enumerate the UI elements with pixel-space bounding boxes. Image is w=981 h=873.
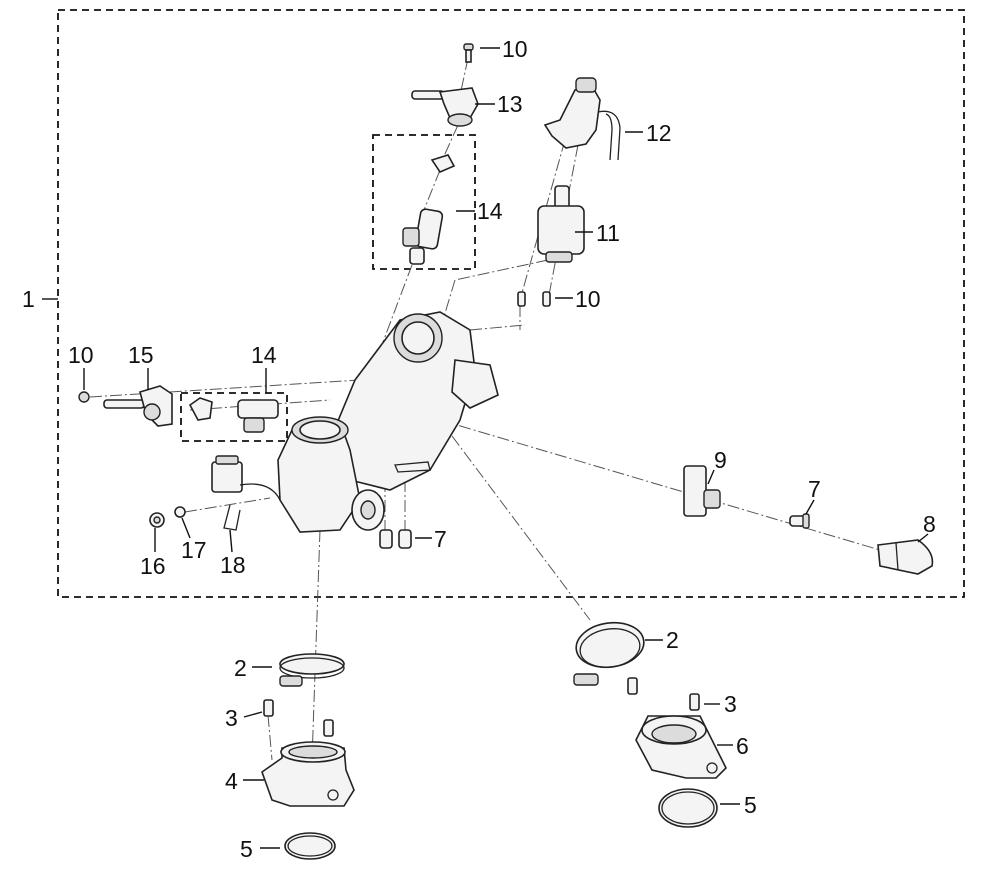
callout-7-right: 7 [808,476,821,502]
bolts-7-body [379,529,412,549]
callout-2-right: 2 [666,627,679,653]
clamp-2-left [279,653,345,687]
callout-3-right: 3 [724,691,737,717]
intake-manifold-6 [635,715,727,779]
callout-10-top: 10 [502,36,528,62]
assembly-boundary [57,9,965,598]
callout-labels: 1 10 13 12 14 11 10 10 15 14 9 7 8 7 16 … [22,36,936,862]
screws-3 [263,677,700,737]
injector-group-box-top [372,134,476,270]
callout-10-left: 10 [68,342,94,368]
bolt-7-right [789,513,810,529]
callout-4: 4 [225,768,238,794]
callout-14-top: 14 [477,198,503,224]
callout-8: 8 [923,511,936,537]
bolts-10-mid [517,291,551,307]
o-ring-5-left [284,832,336,860]
callout-11: 11 [596,220,620,246]
bolt-10-top [463,43,474,63]
alignment-lines [89,57,881,761]
intake-manifold-4 [261,741,355,807]
o-ring-5-right-inner [661,791,715,825]
injector-group-box-left [180,392,288,442]
callout-17: 17 [181,537,207,563]
injector-14-left [188,397,279,433]
callout-16: 16 [140,553,166,579]
callout-5-right: 5 [744,792,757,818]
sensor-18 [211,455,281,531]
callout-14-left: 14 [251,342,277,368]
callout-1: 1 [22,286,35,312]
injector-14-top [402,154,456,265]
callout-6: 6 [736,733,749,759]
stepper-motor-11 [537,185,585,263]
callout-12: 12 [646,120,672,146]
callout-15: 15 [128,342,154,368]
cap-8 [877,539,934,575]
callout-18: 18 [220,552,246,578]
nut-16-washer-17 [149,506,186,528]
fuel-connector-15 [103,385,173,427]
fuel-connector-13 [411,87,479,127]
o-ring-5-left-inner [287,835,333,857]
clamp-2-right [573,621,645,686]
bolt-10-left [78,391,90,403]
leader-lines [42,47,929,849]
idle-valve-housing-12 [543,77,621,161]
o-ring-5-right [658,788,718,828]
callout-9: 9 [714,447,727,473]
callout-13: 13 [497,91,523,117]
callout-10-mid: 10 [575,286,601,312]
throttle-body-main [277,311,499,533]
sensor-9 [683,465,721,517]
callout-3-left: 3 [225,705,238,731]
callout-5-left: 5 [240,836,253,862]
callout-2-left: 2 [234,655,247,681]
callout-7-body: 7 [434,526,447,552]
